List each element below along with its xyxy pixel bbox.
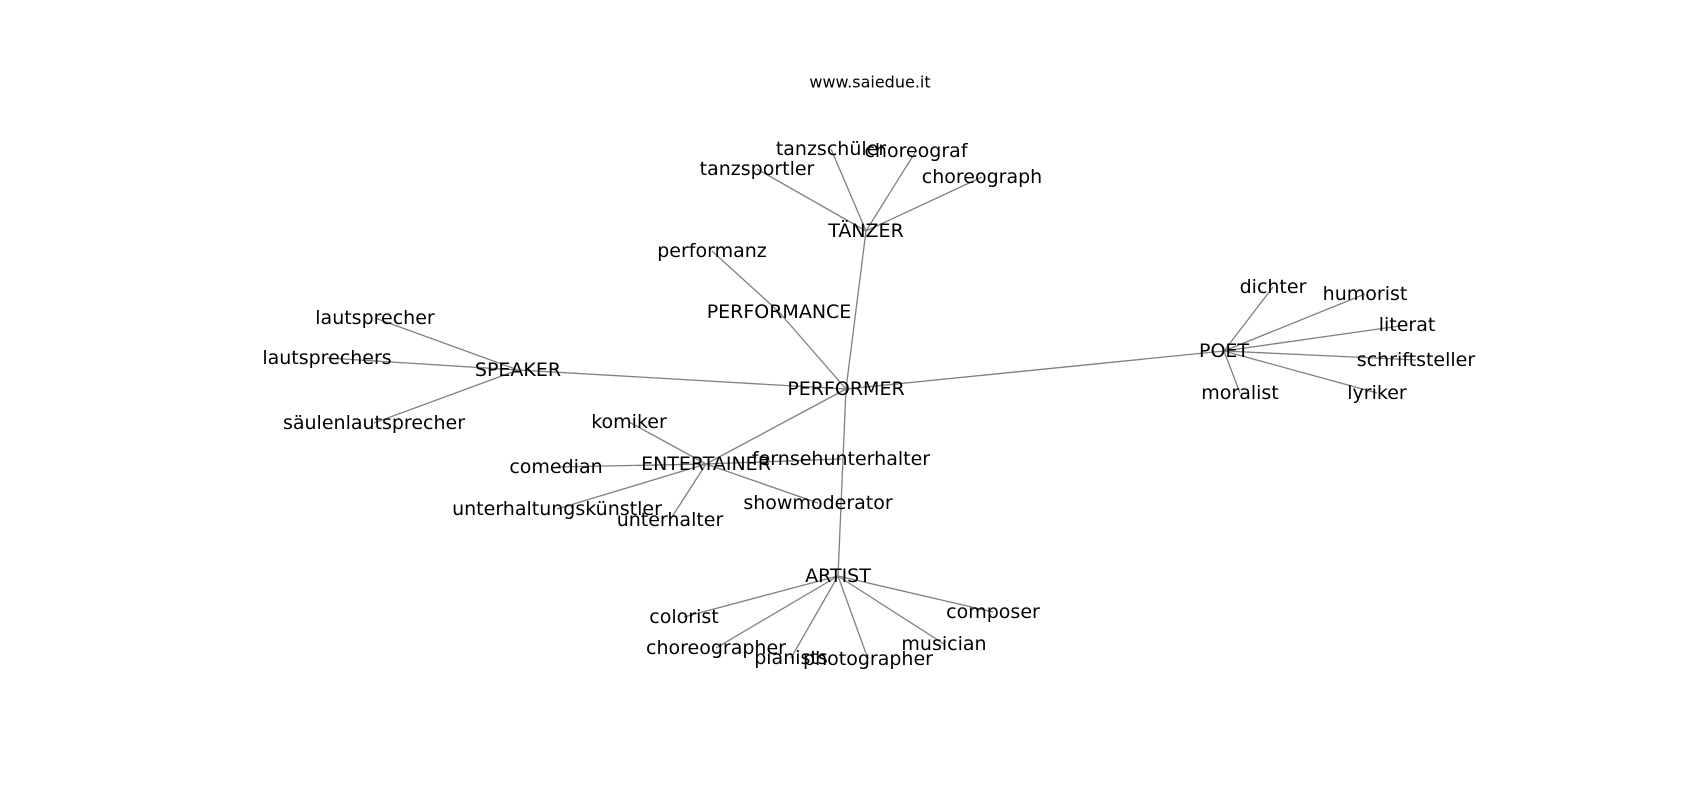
edge-speaker-lautsprecher xyxy=(374,317,519,371)
graph-edges xyxy=(326,148,1417,660)
node-label-lyriker: lyriker xyxy=(1347,382,1407,404)
edge-performer-poet xyxy=(845,350,1225,390)
edge-performer-performance xyxy=(778,311,847,390)
node-label-schriftsteller: schriftsteller xyxy=(1357,349,1476,371)
edge-artist-photographer xyxy=(837,575,869,660)
node-label-tanzschueler: tanzschüler xyxy=(776,138,887,160)
node-label-poet: POET xyxy=(1199,340,1249,362)
node-label-comedian: comedian xyxy=(509,456,602,478)
node-label-musician: musician xyxy=(901,633,986,655)
edge-poet-lyriker xyxy=(1223,350,1378,394)
node-label-komiker: komiker xyxy=(591,411,667,433)
edge-poet-dichter xyxy=(1223,286,1274,352)
node-label-lautsprechers: lautsprechers xyxy=(262,347,391,369)
node-label-performer: PERFORMER xyxy=(787,378,904,400)
edge-entertainer-comedian xyxy=(555,463,707,468)
edge-speaker-saeulenlautsprecher xyxy=(373,369,519,424)
edge-poet-literat xyxy=(1223,324,1408,352)
edge-artist-musician xyxy=(837,575,945,645)
node-label-entertainer: ENTERTAINER xyxy=(641,453,771,475)
node-label-unterhaltungskuenstler: unterhaltungskünstler xyxy=(452,498,662,520)
node-label-unterhalter: unterhalter xyxy=(617,509,724,531)
edge-performer-speaker xyxy=(517,369,847,390)
node-label-artist: ARTIST xyxy=(805,565,871,587)
edge-taenzer-choreograph xyxy=(865,176,983,232)
node-label-speaker: SPEAKER xyxy=(475,359,561,381)
node-label-literat: literat xyxy=(1379,314,1436,336)
edge-entertainer-fernsehunterhalter xyxy=(705,458,842,465)
edge-poet-humorist xyxy=(1223,293,1366,352)
node-label-photographer: photographer xyxy=(803,648,933,670)
node-label-showmoderator: showmoderator xyxy=(743,492,893,514)
edge-artist-pianists xyxy=(790,575,839,659)
edge-entertainer-unterhaltungskuenstler xyxy=(556,463,707,510)
node-label-tanzsportler: tanzsportler xyxy=(700,158,815,180)
edge-poet-schriftsteller xyxy=(1223,350,1417,361)
node-label-colorist: colorist xyxy=(649,606,718,628)
node-label-saeulenlautsprecher: säulenlautsprecher xyxy=(283,412,465,434)
node-label-moralist: moralist xyxy=(1201,382,1279,404)
node-label-choreograf: choreograf xyxy=(864,140,968,162)
node-label-taenzer: TÄNZER xyxy=(827,219,904,242)
edge-performer-taenzer xyxy=(845,230,867,390)
node-label-performance: PERFORMANCE xyxy=(707,301,852,323)
node-label-choreograph: choreograph xyxy=(922,166,1042,188)
node-label-choreographer: choreographer xyxy=(646,637,786,659)
node-label-humorist: humorist xyxy=(1323,283,1408,305)
edge-poet-moralist xyxy=(1223,350,1241,394)
node-label-lautsprecher: lautsprecher xyxy=(315,307,435,329)
site-watermark: www.saiedue.it xyxy=(809,73,930,92)
edge-taenzer-choreograf xyxy=(865,150,917,232)
edge-entertainer-unterhalter xyxy=(669,463,707,521)
edge-taenzer-tanzsportler xyxy=(756,168,867,232)
node-label-pianists: pianists xyxy=(754,647,828,669)
node-label-dichter: dichter xyxy=(1240,276,1307,298)
edge-performer-artist xyxy=(837,388,847,577)
edge-artist-choreographer xyxy=(715,575,839,649)
edge-speaker-lautsprechers xyxy=(326,357,519,371)
edge-entertainer-komiker xyxy=(628,421,707,465)
edge-taenzer-tanzschueler xyxy=(830,148,867,232)
node-label-fernsehunterhalter: fernsehunterhalter xyxy=(752,448,930,470)
edge-artist-composer xyxy=(837,575,994,613)
edge-entertainer-showmoderator xyxy=(705,463,819,504)
edge-performance-performanz xyxy=(711,250,780,313)
edge-artist-colorist xyxy=(683,575,839,618)
node-label-performanz: performanz xyxy=(657,240,767,262)
node-label-composer: composer xyxy=(946,601,1040,623)
edge-performer-entertainer xyxy=(705,388,847,465)
